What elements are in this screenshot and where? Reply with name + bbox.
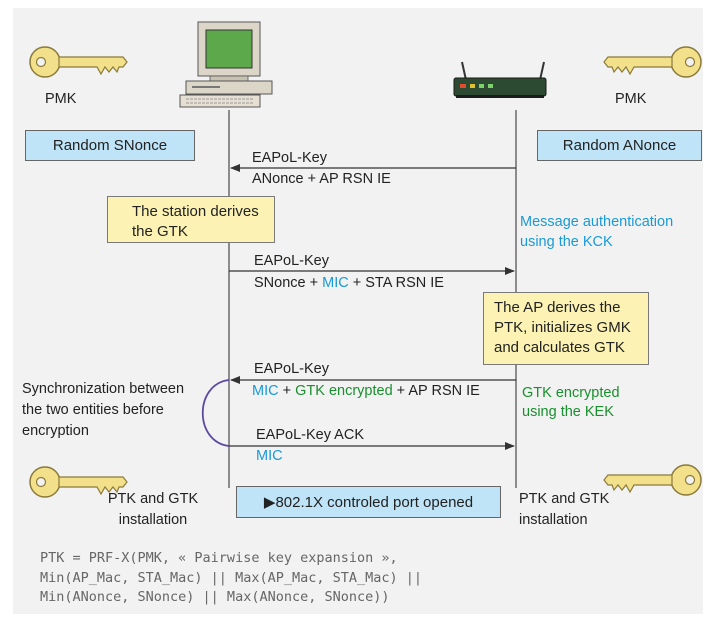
sync-line-2: the two entities before [22, 402, 164, 418]
port-opened-box: ▶802.1X controled port opened [236, 486, 501, 518]
message-4-mic: MIC [256, 448, 283, 464]
random-anonce-box: Random ANonce [537, 130, 702, 161]
message-2-snonce: SNonce + [254, 275, 323, 291]
message-2-content: SNonce + MIC + STA RSN IE [254, 275, 444, 292]
message-3-content: MIC + GTK encrypted + AP RSN IE [252, 383, 480, 400]
ptk-formula: PTK = PRF-X(PMK, « Pairwise key expansio… [40, 549, 422, 608]
message-4-title: EAPoL-Key ACK [256, 427, 364, 443]
top-left-key-icon [29, 46, 128, 78]
access-point-icon [453, 61, 547, 98]
station-derives-line-2: the GTK [132, 223, 188, 240]
message-1-title: EAPoL-Key [252, 150, 327, 166]
top-right-key-icon [603, 46, 702, 78]
station-derives-box: The station derives the GTK [107, 196, 275, 243]
computer-icon [179, 21, 273, 108]
message-3-plus: + [278, 383, 296, 399]
left-install-line-1: PTK and GTK [107, 491, 199, 507]
message-3-rsn: + AP RSN IE [392, 383, 480, 399]
ap-derives-line-1: The AP derives the [494, 299, 621, 316]
random-snonce-box: Random SNonce [25, 130, 195, 161]
bottom-right-key-icon [603, 464, 702, 496]
gtk-encrypted-line-2: using the KEK [522, 404, 614, 420]
message-3-title: EAPoL-Key [254, 361, 329, 377]
message-1-content: ANonce + AP RSN IE [252, 171, 391, 187]
ap-derives-box: The AP derives the PTK, initializes GMK … [483, 292, 649, 365]
formula-line-3: Min(ANonce, SNonce) || Max(ANonce, SNonc… [40, 589, 390, 605]
message-3-gtk-encrypted: GTK encrypted [295, 383, 393, 399]
station-derives-line-1: The station derives [132, 203, 259, 220]
message-auth-line-1: Message authentication [520, 214, 674, 230]
left-install-line-2: installation [118, 512, 188, 528]
right-install-line-2: installation [519, 512, 588, 528]
sync-line-3: encryption [22, 423, 89, 439]
sync-line-1: Synchronization between [22, 381, 185, 397]
formula-line-2: Min(AP_Mac, STA_Mac) || Max(AP_Mac, STA_… [40, 569, 423, 586]
message-3-mic: MIC [252, 383, 279, 399]
formula-line-1: PTK = PRF-X(PMK, « Pairwise key expansio… [40, 550, 398, 566]
message-2-mic: MIC [322, 275, 349, 291]
synchronization-bracket [201, 379, 230, 447]
gtk-encrypted-line-1: GTK encrypted [522, 385, 620, 401]
ap-derives-line-3: and calculates GTK [494, 339, 625, 356]
right-install-line-1: PTK and GTK [519, 491, 610, 507]
message-2-title: EAPoL-Key [254, 253, 329, 269]
right-pmk-label: PMK [615, 91, 647, 107]
ap-derives-line-2: PTK, initializes GMK [494, 319, 631, 336]
message-auth-line-2: using the KCK [520, 234, 613, 250]
left-pmk-label: PMK [45, 91, 77, 107]
message-2-rsn: + STA RSN IE [348, 275, 444, 291]
